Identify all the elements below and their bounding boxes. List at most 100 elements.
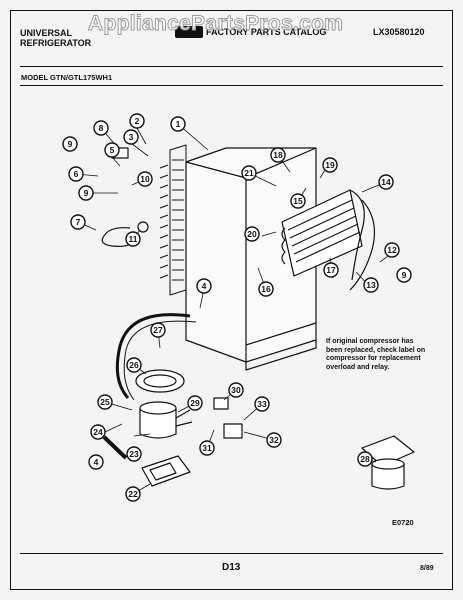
svg-text:20: 20 xyxy=(247,229,257,239)
svg-text:25: 25 xyxy=(100,397,110,407)
svg-text:5: 5 xyxy=(110,145,115,155)
svg-text:6: 6 xyxy=(74,169,79,179)
callout-9: 9 xyxy=(62,136,78,152)
svg-text:24: 24 xyxy=(93,427,103,437)
callout-29: 29 xyxy=(187,395,203,411)
callout-19: 19 xyxy=(322,157,338,173)
svg-text:33: 33 xyxy=(257,399,267,409)
callout-10: 10 xyxy=(137,171,153,187)
evaporator xyxy=(281,189,375,291)
catalog-title: FACTORY PARTS CATALOG xyxy=(206,27,327,37)
page-id: D13 xyxy=(222,562,241,573)
callout-9b: 9 xyxy=(78,185,94,201)
brand-line-1: UNIVERSAL xyxy=(20,28,73,38)
callout-2: 2 xyxy=(129,113,145,129)
svg-text:10: 10 xyxy=(140,174,150,184)
alternate-compressor xyxy=(361,435,415,490)
svg-text:23: 23 xyxy=(129,449,139,459)
drain-pan xyxy=(135,369,185,393)
svg-text:30: 30 xyxy=(231,385,241,395)
callout-15: 15 xyxy=(290,193,306,209)
svg-text:4: 4 xyxy=(202,281,207,291)
callout-12: 12 xyxy=(384,242,400,258)
refrigerator-cabinet xyxy=(185,147,317,371)
frigidaire-logo xyxy=(175,26,203,38)
callout-1: 1 xyxy=(170,116,186,132)
svg-text:9: 9 xyxy=(68,139,73,149)
note-line-3: compressor for replacement xyxy=(326,355,421,362)
svg-text:13: 13 xyxy=(366,280,376,290)
power-cord xyxy=(101,227,135,247)
svg-text:22: 22 xyxy=(128,489,138,499)
callout-30: 30 xyxy=(228,382,244,398)
condenser-coil xyxy=(159,144,187,296)
callout-16: 16 xyxy=(258,281,274,297)
drain-tube xyxy=(115,313,191,399)
callout-7: 7 xyxy=(70,214,86,230)
callout-11: 11 xyxy=(125,231,141,247)
callout-17: 17 xyxy=(323,262,339,278)
callout-13: 13 xyxy=(363,277,379,293)
svg-text:15: 15 xyxy=(293,196,303,206)
page-border xyxy=(10,10,453,590)
svg-text:28: 28 xyxy=(360,454,370,464)
callout-18: 18 xyxy=(270,147,286,163)
svg-text:26: 26 xyxy=(129,360,139,370)
callout-23: 23 xyxy=(126,446,142,462)
svg-text:7: 7 xyxy=(76,217,81,227)
svg-text:32: 32 xyxy=(269,435,279,445)
svg-text:18: 18 xyxy=(273,150,283,160)
svg-text:12: 12 xyxy=(387,245,397,255)
svg-text:16: 16 xyxy=(261,284,271,294)
catalog-date: 8/89 xyxy=(420,565,434,572)
svg-text:4: 4 xyxy=(94,457,99,467)
svg-text:1: 1 xyxy=(176,119,181,129)
callout-31: 31 xyxy=(199,440,215,456)
callout-26: 26 xyxy=(126,357,142,373)
model-label: MODEL GTN/GTL175WH1 xyxy=(21,73,113,82)
svg-text:3: 3 xyxy=(129,132,134,142)
relay xyxy=(223,423,243,439)
callout-28: 28 xyxy=(357,451,373,467)
svg-text:29: 29 xyxy=(190,398,200,408)
note-line-2: been replaced, check label on xyxy=(326,346,426,354)
diagram-code: E0720 xyxy=(392,518,414,527)
svg-text:27: 27 xyxy=(153,325,163,335)
header-rule xyxy=(20,66,443,67)
svg-text:9: 9 xyxy=(84,188,89,198)
callout-20: 20 xyxy=(244,226,260,242)
overload xyxy=(213,397,229,410)
callout-3: 3 xyxy=(123,129,139,145)
svg-text:31: 31 xyxy=(202,443,212,453)
note-line-4: overload and relay. xyxy=(326,363,390,371)
callout-14: 14 xyxy=(378,174,394,190)
callout-32: 32 xyxy=(266,432,282,448)
svg-text:2: 2 xyxy=(135,116,140,126)
svg-text:8: 8 xyxy=(99,123,104,133)
brand-line-2: REFRIGERATOR xyxy=(20,38,92,48)
callout-25: 25 xyxy=(97,394,113,410)
filter-dryer xyxy=(102,435,128,460)
callout-22: 22 xyxy=(125,486,141,502)
callout-6: 6 xyxy=(68,166,84,182)
thermostat xyxy=(137,221,149,233)
callout-33: 33 xyxy=(254,396,270,412)
catalog-number: LX30580120 xyxy=(373,27,425,37)
svg-text:11: 11 xyxy=(129,234,138,244)
svg-text:9: 9 xyxy=(402,270,407,280)
svg-text:19: 19 xyxy=(325,160,335,170)
callout-4: 4 xyxy=(196,278,212,294)
compressor-base xyxy=(141,455,191,487)
callout-8: 8 xyxy=(93,120,109,136)
callout-21: 21 xyxy=(241,165,257,181)
compressor xyxy=(139,401,193,439)
model-rule xyxy=(20,85,443,86)
compressor-note: If original compressor has been replaced… xyxy=(326,338,425,372)
watermark: AppliancePartsPros.com xyxy=(87,12,344,36)
svg-text:14: 14 xyxy=(381,177,391,187)
footer-rule xyxy=(20,553,443,554)
callout-5: 5 xyxy=(104,142,120,158)
svg-text:17: 17 xyxy=(326,265,336,275)
